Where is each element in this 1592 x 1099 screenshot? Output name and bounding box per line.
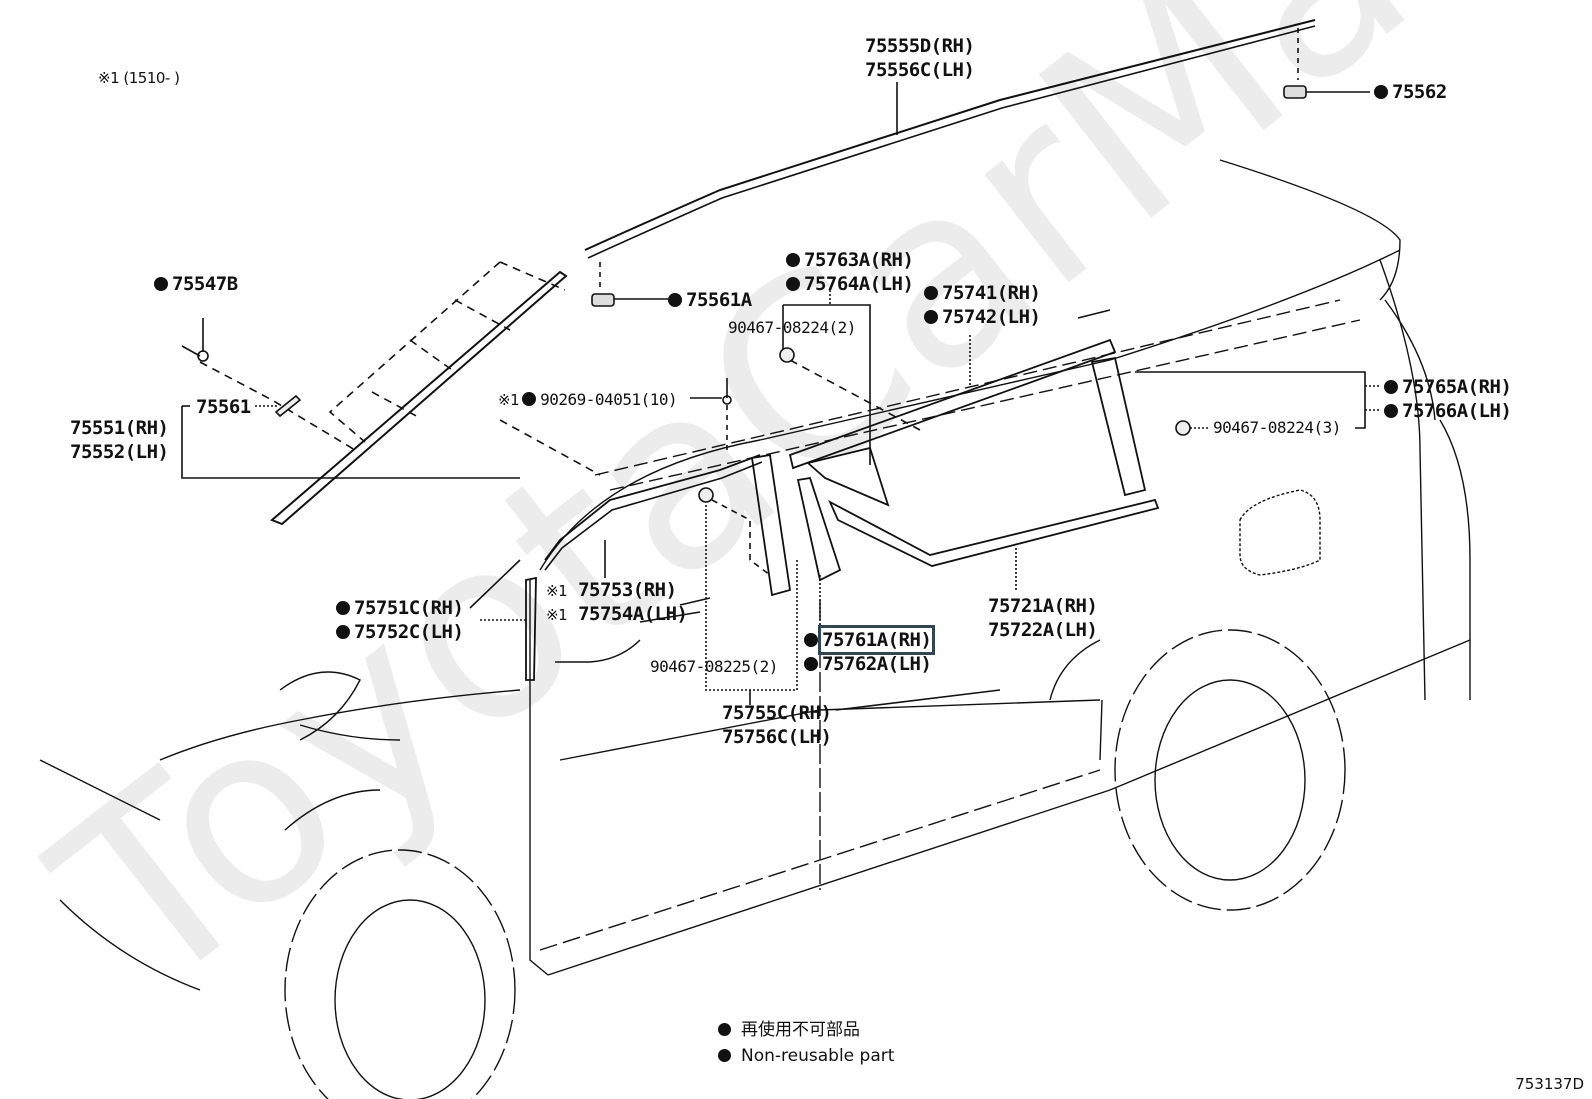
rear-wheel [1114,629,1346,911]
highlighted-part: 75761A(RH) [817,625,936,655]
roof-molding[interactable] [584,19,1316,259]
label-75561A[interactable]: 75561A [668,288,752,312]
clip-75561A-icon [591,293,668,307]
non-reusable-icon [924,310,938,324]
label-75722A[interactable]: 75722A(LH) [988,619,1098,641]
label-75755C[interactable]: 75755C(RH) [722,702,832,724]
legend-item: Non-reusable part [718,1043,894,1069]
label-75754A[interactable]: ※1 75754A(LH) [546,603,688,625]
label-75764A[interactable]: 75764A(LH) [786,272,914,296]
label-75556C[interactable]: 75556C(LH) [865,59,975,81]
label-75752C[interactable]: 75752C(LH) [336,620,464,644]
front-door-frame-molding[interactable] [544,454,763,571]
legend-item: 再使用不可部品 [718,1017,894,1043]
label-75742[interactable]: 75742(LH) [924,305,1041,329]
filled-circle-icon [718,1049,731,1062]
non-reusable-icon [786,253,800,267]
label-75552[interactable]: 75552(LH) [70,441,169,463]
reference-code: 753137D [1515,1075,1584,1093]
legend: 再使用不可部品 Non-reusable part [718,1017,894,1069]
non-reusable-icon [804,657,818,671]
label-75721A[interactable]: 75721A(RH) [988,595,1098,617]
label-90467-08224-2[interactable]: 90467-08224(2) [728,318,856,337]
non-reusable-icon [804,633,818,647]
clip-08225-icon [698,487,714,503]
quarter-garnish[interactable] [806,446,890,507]
label-75555D[interactable]: 75555D(RH) [865,35,975,57]
non-reusable-icon [154,277,168,291]
label-75753[interactable]: ※1 75753(RH) [546,579,677,601]
label-75761A[interactable]: 75761A(RH) [804,625,936,655]
non-reusable-icon [336,625,350,639]
rear-pillar-garnish[interactable] [1090,356,1147,497]
label-75766A[interactable]: 75766A(LH) [1384,399,1512,423]
clip-75547B-icon [181,345,209,362]
non-reusable-icon [336,601,350,615]
front-wheel [284,789,516,1099]
non-reusable-icon [668,293,682,307]
label-90467-08224-3[interactable]: 90467-08224(3) [1213,418,1341,437]
label-75562[interactable]: 75562 [1374,80,1447,104]
rear-b-pillar-garnish-75761A[interactable] [796,476,842,582]
clip-08224-rear-icon [1175,420,1191,436]
windshield-molding[interactable] [270,270,568,526]
label-75762A[interactable]: 75762A(LH) [804,652,932,676]
label-75756C[interactable]: 75756C(LH) [722,726,832,748]
non-reusable-icon [1374,85,1388,99]
clip-75561-icon [274,394,302,418]
slide-door-belt-molding[interactable] [828,498,1160,567]
label-75765A[interactable]: 75765A(RH) [1384,375,1512,399]
filled-circle-icon [718,1023,731,1036]
label-75763A[interactable]: 75763A(RH) [786,248,914,272]
label-75751C[interactable]: 75751C(RH) [336,596,464,620]
footnote: ※1 (1510- ) [98,69,180,87]
front-b-pillar-garnish[interactable] [750,453,792,597]
slide-door-upper-molding[interactable] [788,338,1117,470]
non-reusable-icon [786,277,800,291]
label-75741[interactable]: 75741(RH) [924,281,1041,305]
label-75561[interactable]: 75561 [196,396,251,418]
vehicle-body-outline [39,159,1471,991]
pin-90269-icon [722,378,732,405]
label-90467-08225[interactable]: 90467-08225(2) [650,657,778,676]
clip-08224-icon [779,347,795,363]
clip-75562-icon [1283,85,1370,99]
non-reusable-icon [1384,380,1398,394]
label-75551[interactable]: 75551(RH) [70,417,169,439]
a-pillar-molding[interactable] [525,576,537,681]
non-reusable-icon [522,392,537,406]
non-reusable-icon [924,286,938,300]
non-reusable-icon [1384,404,1398,418]
label-75547B[interactable]: 75547B [154,272,238,296]
